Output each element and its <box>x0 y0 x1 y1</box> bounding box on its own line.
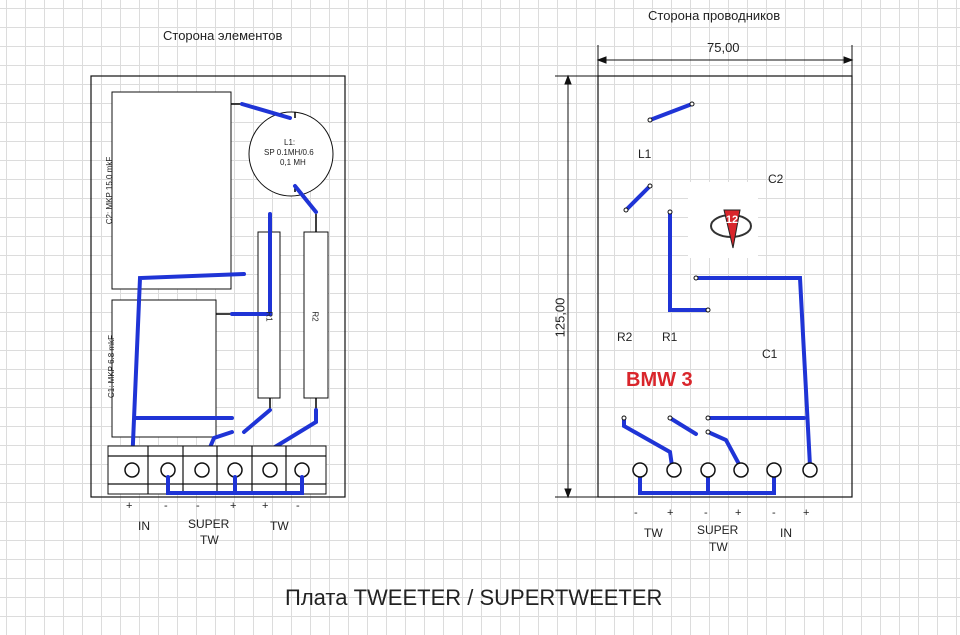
left-board-outline <box>90 75 346 498</box>
component-side-title: Сторона элементов <box>163 28 283 43</box>
e12-logo-icon: 12 <box>710 209 752 249</box>
left-super-tw-label: TW <box>200 533 219 547</box>
right-board-outline <box>597 75 853 498</box>
l1-spec: SP 0.1MH/0.6 <box>264 148 314 157</box>
left-terminal-sign-2: - <box>164 500 168 512</box>
c2-capacitor <box>111 91 232 290</box>
r-r2-label: R2 <box>617 330 633 344</box>
conductor-side-title: Сторона проводников <box>648 8 781 23</box>
left-terminal-sign-3: - <box>196 500 200 512</box>
l1-value: 0,1 MH <box>280 158 306 167</box>
right-terminal-sign-1: - <box>634 507 638 519</box>
left-super-label: SUPER <box>188 517 230 531</box>
r1-label: R1 <box>264 311 274 322</box>
right-terminal-sign-6: + <box>803 507 810 519</box>
right-terminal-sign-4: + <box>735 507 742 519</box>
width-dimension: 75,00 <box>707 40 740 55</box>
brand-label: BMW 3 <box>626 369 693 391</box>
left-terminal-sign-5: + <box>262 500 269 512</box>
c1-capacitor <box>111 299 217 438</box>
right-terminal-sign-5: - <box>772 507 776 519</box>
r2-resistor <box>303 231 329 399</box>
r-r1-label: R1 <box>662 330 678 344</box>
left-in-label: IN <box>138 519 150 533</box>
svg-text:12: 12 <box>726 214 738 226</box>
right-tw-label: TW <box>644 526 663 540</box>
l1-coil <box>248 111 334 197</box>
right-in-label: IN <box>780 526 792 540</box>
c1-label: C1: MKP 6.8 mkF <box>106 335 116 398</box>
left-terminal-sign-1: + <box>126 500 133 512</box>
right-super-tw-label: TW <box>709 540 728 554</box>
board-caption: Плата TWEETER / SUPERTWEETER <box>285 585 663 610</box>
c2-label: C2: MKP 15.0 mkF <box>105 156 115 225</box>
left-terminal-sign-4: + <box>230 500 237 512</box>
r-l1-label: L1 <box>638 147 652 161</box>
l1-label: L1: <box>284 138 296 147</box>
right-super-label: SUPER <box>697 523 739 537</box>
right-terminal-sign-2: + <box>667 507 674 519</box>
left-terminal-sign-6: - <box>296 500 300 512</box>
left-tw-label: TW <box>270 519 289 533</box>
r2-label: R2 <box>310 311 320 322</box>
r-c1-label: C1 <box>762 347 778 361</box>
right-terminal-sign-3: - <box>704 507 708 519</box>
r-c2-label: C2 <box>768 172 784 186</box>
